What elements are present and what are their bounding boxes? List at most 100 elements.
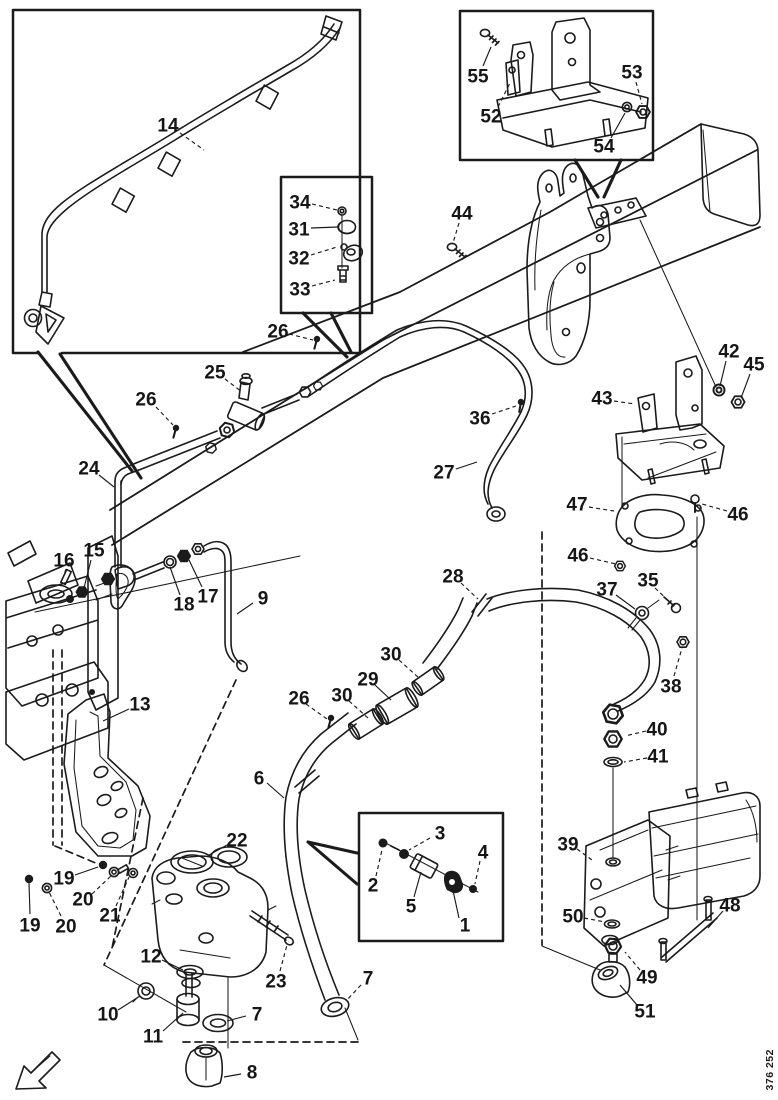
- callout-label-40-37: 40: [646, 720, 667, 741]
- callout-label-3-41: 3: [435, 824, 446, 845]
- callout-19-leader-45: [74, 866, 99, 876]
- callout-label-49-59: 49: [636, 968, 657, 989]
- callout-9-leader-26: [236, 602, 254, 615]
- gasket-47: [615, 493, 705, 553]
- callout-3-leader-41: [408, 837, 431, 851]
- callout-label-43-17: 43: [591, 389, 612, 410]
- pointer-wedge-fittings: [306, 840, 359, 886]
- callout-label-55-1: 55: [467, 67, 489, 88]
- callout-37-leader-29: [615, 594, 636, 610]
- callout-label-23-54: 23: [265, 972, 286, 993]
- callout-label-26-14: 26: [135, 390, 156, 411]
- callout-label-18-24: 18: [173, 595, 194, 616]
- callout-label-19-45: 19: [53, 869, 74, 890]
- callout-34-leader-5: [311, 203, 338, 211]
- callout-label-8-56: 8: [247, 1063, 258, 1084]
- callout-46-leader-19: [701, 503, 728, 512]
- callout-20-leader-46: [91, 875, 112, 895]
- callout-46-leader-21: [589, 557, 617, 565]
- callout-13-leader-27: [102, 708, 130, 722]
- callout-label-34-5: 34: [289, 193, 311, 214]
- pump-39: [583, 781, 761, 998]
- callout-23-leader-54: [279, 944, 288, 972]
- callout-label-20-46: 20: [72, 890, 93, 911]
- callout-53-leader-3: [635, 81, 643, 105]
- bracket-43: [615, 355, 725, 485]
- callout-label-16-22: 16: [53, 551, 74, 572]
- frame-beam: [34, 123, 761, 613]
- callout-label-5-42: 5: [406, 897, 417, 918]
- callout-6-leader-36: [266, 782, 285, 799]
- callout-52-leader-2: [497, 82, 511, 108]
- parts-19-20-21: [24, 860, 139, 894]
- nut-46b: [613, 560, 627, 572]
- callout-7-leader-57: [345, 984, 362, 1002]
- callout-27-leader-18: [455, 461, 478, 470]
- callout-label-11-53: 11: [143, 1027, 164, 1048]
- callout-label-45-12: 45: [743, 355, 765, 376]
- callout-label-46-21: 46: [567, 546, 588, 567]
- hose-6-28: [283, 587, 690, 1018]
- callout-label-30-32: 30: [380, 645, 401, 666]
- bolt-26a: [310, 334, 322, 351]
- screw-44: [446, 242, 467, 260]
- callout-label-24-15: 24: [78, 459, 100, 480]
- callout-30-leader-32: [398, 659, 420, 679]
- callout-label-53-3: 53: [621, 63, 642, 84]
- callout-49-leader-59: [624, 951, 641, 971]
- construction-lines: [52, 436, 698, 1049]
- callout-label-15-23: 15: [83, 541, 105, 562]
- callout-label-31-6: 31: [288, 220, 310, 241]
- callout-label-30-34: 30: [331, 686, 352, 707]
- callout-5-leader-42: [413, 871, 422, 898]
- callout-label-39-50: 39: [557, 835, 578, 856]
- callout-label-54-4: 54: [593, 137, 615, 158]
- callout-4-leader-43: [474, 860, 481, 885]
- callout-43-leader-17: [613, 400, 636, 405]
- callout-label-27-18: 27: [433, 463, 454, 484]
- callout-32-leader-7: [310, 246, 338, 256]
- callout-2-leader-40: [375, 849, 383, 877]
- steering-line: [109, 319, 533, 610]
- callout-label-47-20: 47: [566, 495, 587, 516]
- callout-label-33-8: 33: [289, 280, 310, 301]
- callout-18-leader-24: [169, 566, 181, 596]
- callout-15-leader-23: [83, 559, 92, 589]
- figure-sheet-number: 376 252: [764, 1048, 776, 1090]
- callout-label-46-19: 46: [727, 505, 748, 526]
- inset-fittings-1-5: [357, 811, 505, 943]
- washer-42: [712, 383, 726, 397]
- callout-label-20-49: 20: [55, 917, 76, 938]
- direction-arrow-icon: [15, 1051, 61, 1090]
- callout-label-28-31: 28: [442, 567, 463, 588]
- beam-bracket-casting: [526, 162, 717, 388]
- callout-label-32-7: 32: [288, 249, 309, 270]
- callout-label-19-48: 19: [19, 916, 40, 937]
- callout-48-leader-61: [707, 910, 724, 929]
- callout-label-38-30: 38: [660, 677, 681, 698]
- callout-35-leader-28: [654, 587, 673, 605]
- callout-47-leader-20: [588, 506, 615, 512]
- pointer-wedge-bracket52: [573, 158, 623, 199]
- callout-24-leader-15: [98, 474, 115, 488]
- callout-11-leader-53: [162, 1012, 184, 1032]
- callout-51-leader-60: [619, 984, 638, 1006]
- callout-14-leader-0: [179, 132, 205, 151]
- callout-label-51-60: 51: [634, 1002, 656, 1023]
- callout-26-leader-9: [288, 333, 314, 341]
- callout-label-17-25: 17: [197, 587, 218, 608]
- callout-label-29-33: 29: [357, 670, 378, 691]
- callout-label-7-57: 7: [363, 969, 374, 990]
- callout-36-leader-16: [491, 405, 517, 415]
- callout-label-14-0: 14: [157, 116, 179, 137]
- callout-label-41-38: 41: [647, 747, 669, 768]
- callout-21-leader-47: [115, 876, 130, 907]
- callout-8-leader-56: [223, 1073, 242, 1078]
- callout-26-leader-14: [155, 406, 174, 426]
- callout-label-7-55: 7: [252, 1005, 263, 1026]
- inset-clamp-31: [279, 175, 374, 315]
- callout-label-22-39: 22: [226, 831, 247, 852]
- callout-label-9-26: 9: [258, 589, 269, 610]
- nut-45: [730, 395, 746, 409]
